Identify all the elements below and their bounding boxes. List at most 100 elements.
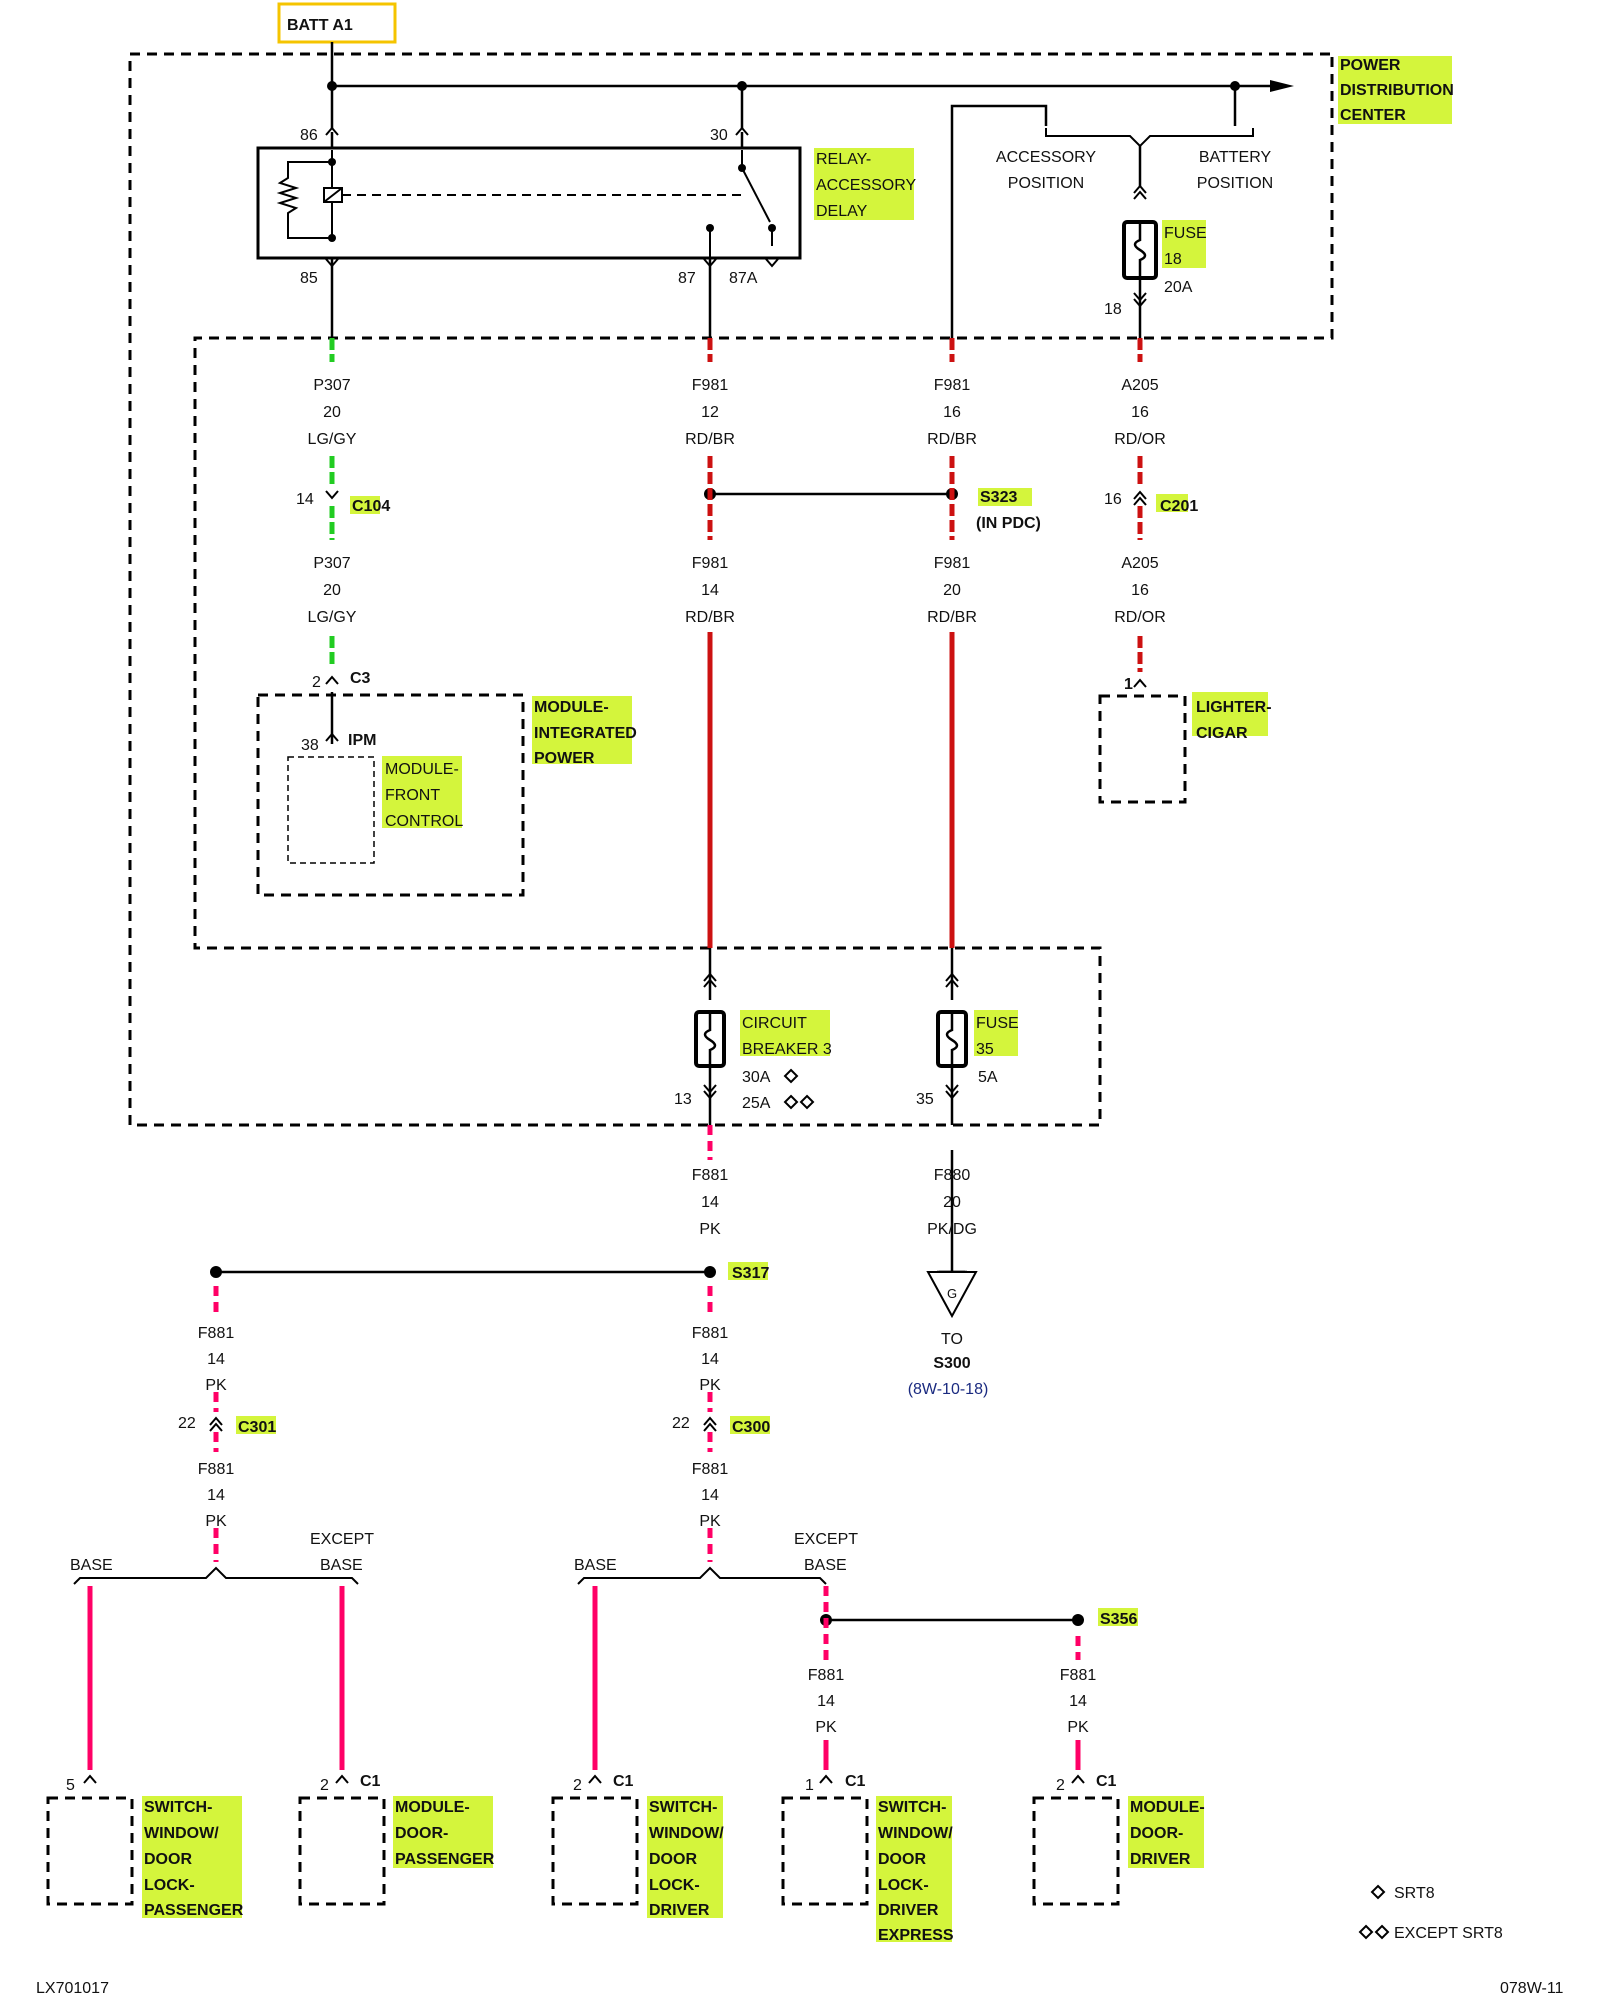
fuse-bodies xyxy=(694,220,1158,1068)
svg-text:16: 16 xyxy=(1104,491,1122,508)
svg-text:S300: S300 xyxy=(933,1355,970,1372)
wire-label-f981-16: F981 16 RD/BR xyxy=(927,377,977,448)
colored-wires xyxy=(87,338,1143,1770)
svg-text:14: 14 xyxy=(701,582,719,599)
svg-text:14: 14 xyxy=(296,491,314,508)
svg-text:20A: 20A xyxy=(1164,279,1193,296)
svg-text:IPM: IPM xyxy=(348,732,376,749)
fuse-18-label: FUSE 18 20A 18 xyxy=(1104,225,1207,318)
svg-text:C3: C3 xyxy=(350,670,371,687)
svg-text:DISTRIBUTION: DISTRIBUTION xyxy=(1340,82,1454,99)
arrow-right-icon xyxy=(1270,80,1294,92)
wire-label-f981-12: F981 12 RD/BR xyxy=(685,377,735,448)
svg-text:INTEGRATED: INTEGRATED xyxy=(534,725,637,742)
battery-position-label: BATTERY POSITION xyxy=(1197,149,1273,192)
svg-text:MODULE-: MODULE- xyxy=(1130,1799,1205,1816)
svg-text:CIRCUIT: CIRCUIT xyxy=(742,1015,807,1032)
svg-text:EXCEPT: EXCEPT xyxy=(310,1531,374,1548)
svg-text:PK: PK xyxy=(1067,1719,1089,1736)
svg-text:87: 87 xyxy=(678,270,696,287)
svg-text:DELAY: DELAY xyxy=(816,203,868,220)
svg-text:DOOR-: DOOR- xyxy=(1130,1825,1183,1842)
legend-diamond-icons xyxy=(1358,1884,1390,1940)
relay-internals xyxy=(276,150,773,258)
wire-label-a205-top: A205 16 RD/OR xyxy=(1114,377,1166,448)
svg-text:5: 5 xyxy=(66,1777,75,1794)
wire-label-f881-mid-upper: F881 14 PK xyxy=(692,1325,729,1394)
diamond-markers xyxy=(783,1068,815,1110)
svg-text:86: 86 xyxy=(300,127,318,144)
svg-text:F981: F981 xyxy=(934,555,971,572)
module-integrated-power-box xyxy=(256,693,525,897)
pdc-label: POWER DISTRIBUTION CENTER xyxy=(1340,57,1454,124)
svg-text:PASSENGER: PASSENGER xyxy=(144,1902,244,1919)
svg-text:22: 22 xyxy=(178,1415,196,1432)
accessory-position-label: ACCESSORY POSITION xyxy=(996,149,1097,192)
relay-box xyxy=(256,146,802,260)
svg-text:C1: C1 xyxy=(845,1773,866,1790)
svg-text:F880: F880 xyxy=(934,1167,971,1184)
svg-text:LOCK-: LOCK- xyxy=(649,1877,700,1894)
svg-text:14: 14 xyxy=(701,1194,719,1211)
svg-text:DOOR: DOOR xyxy=(144,1851,192,1868)
switch-window-door-lock-passenger: 5 SWITCH- WINDOW/ DOOR LOCK- PASSENGER xyxy=(66,1777,244,1919)
svg-text:MODULE-: MODULE- xyxy=(534,699,609,716)
svg-text:F881: F881 xyxy=(692,1167,729,1184)
svg-text:20: 20 xyxy=(323,582,341,599)
connector-c300: 22 C300 xyxy=(672,1415,770,1436)
svg-text:2: 2 xyxy=(312,674,321,691)
svg-text:RD/OR: RD/OR xyxy=(1114,431,1166,448)
legend-srt8: SRT8 xyxy=(1394,1885,1435,1902)
svg-text:RD/OR: RD/OR xyxy=(1114,609,1166,626)
svg-text:CENTER: CENTER xyxy=(1340,107,1406,124)
svg-text:LG/GY: LG/GY xyxy=(308,431,357,448)
svg-text:DOOR: DOOR xyxy=(878,1851,926,1868)
connector-c104: 14 C104 xyxy=(296,491,390,515)
svg-text:BREAKER 3: BREAKER 3 xyxy=(742,1041,832,1058)
svg-text:1: 1 xyxy=(1124,676,1133,693)
module1-box xyxy=(46,1796,134,1906)
svg-text:FRONT: FRONT xyxy=(385,787,440,804)
svg-text:POWER: POWER xyxy=(534,750,595,767)
svg-text:16: 16 xyxy=(943,404,961,421)
module-front-control-label: MODULE- FRONT CONTROL xyxy=(385,761,463,830)
svg-text:C300: C300 xyxy=(732,1419,770,1436)
svg-text:DRIVER: DRIVER xyxy=(1130,1851,1191,1868)
module-integrated-power-label: MODULE- INTEGRATED POWER xyxy=(534,699,637,767)
svg-text:16: 16 xyxy=(1131,404,1149,421)
svg-text:PK: PK xyxy=(699,1513,721,1530)
connector-cups xyxy=(83,127,1147,1784)
svg-text:18: 18 xyxy=(1164,251,1182,268)
svg-text:RD/BR: RD/BR xyxy=(927,609,977,626)
svg-text:LG/GY: LG/GY xyxy=(308,609,357,626)
circuit-breaker-3-label: CIRCUIT BREAKER 3 30A 25A 13 xyxy=(674,1015,832,1112)
svg-text:C1: C1 xyxy=(360,1773,381,1790)
svg-text:PK: PK xyxy=(699,1377,721,1394)
split-left-labels: BASE EXCEPT BASE xyxy=(70,1531,374,1574)
svg-text:WINDOW/: WINDOW/ xyxy=(878,1825,953,1842)
svg-text:12: 12 xyxy=(701,404,719,421)
svg-text:LOCK-: LOCK- xyxy=(144,1877,195,1894)
module-door-passenger: 2 C1 MODULE- DOOR- PASSENGER xyxy=(320,1773,495,1868)
wire-label-f881-left-upper: F881 14 PK xyxy=(198,1325,235,1394)
svg-text:PK: PK xyxy=(699,1221,721,1238)
svg-text:C201: C201 xyxy=(1160,498,1198,515)
wire-label-f981-14: F981 14 RD/BR xyxy=(685,555,735,626)
svg-text:PK: PK xyxy=(205,1513,227,1530)
svg-text:ACCESSORY: ACCESSORY xyxy=(996,149,1097,166)
wire-label-f881-left-lower: F881 14 PK xyxy=(198,1461,235,1530)
relay-pins: 86 30 85 87 87A xyxy=(300,127,758,287)
svg-text:POSITION: POSITION xyxy=(1008,175,1084,192)
module2-box xyxy=(298,1796,386,1906)
svg-text:PK/DG: PK/DG xyxy=(927,1221,977,1238)
wire-label-f981-20: F981 20 RD/BR xyxy=(927,555,977,626)
svg-text:P307: P307 xyxy=(313,555,350,572)
svg-text:F981: F981 xyxy=(692,555,729,572)
junction-dots xyxy=(210,81,1240,1626)
svg-text:2: 2 xyxy=(1056,1777,1065,1794)
svg-text:DRIVER: DRIVER xyxy=(878,1902,939,1919)
svg-text:FUSE: FUSE xyxy=(976,1015,1019,1032)
svg-text:20: 20 xyxy=(943,582,961,599)
svg-text:F881: F881 xyxy=(1060,1667,1097,1684)
position-brace xyxy=(1045,128,1254,148)
